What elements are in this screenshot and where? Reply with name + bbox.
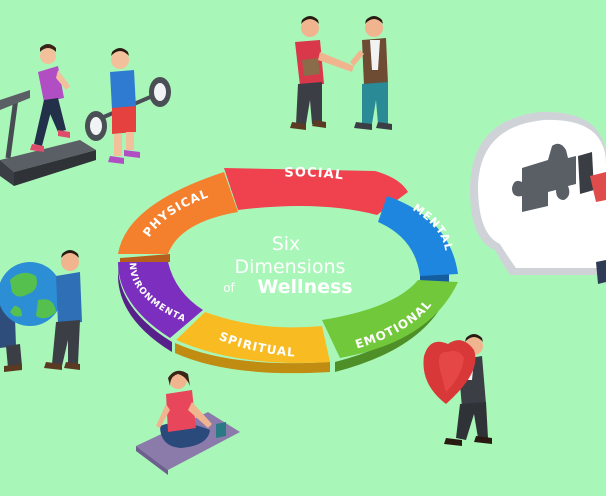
handshake-illustration [290, 16, 392, 130]
puzzle-head-illustration [470, 111, 606, 284]
weightlifter-illustration [85, 48, 171, 164]
segment-label-social: SOCIAL [284, 165, 345, 183]
segment-physical [118, 172, 238, 254]
segment-spiritual-side [175, 343, 330, 374]
heart-carrier-illustration [423, 334, 492, 446]
title-line-2: Dimensions [235, 256, 346, 278]
title-of: of [223, 281, 235, 295]
yoga-woman-illustration [136, 370, 240, 475]
treadmill-runner-illustration [0, 44, 96, 186]
title-line-1: Six [272, 233, 301, 255]
segment-emotional [322, 280, 458, 358]
globe-carriers-illustration [0, 250, 82, 372]
title-line-3: Wellness [257, 276, 352, 298]
segment-mental [378, 196, 458, 276]
segment-spiritual [176, 312, 330, 364]
segment-social [224, 168, 408, 215]
segment-environmental [118, 262, 203, 338]
segment-environmental-side [118, 268, 172, 352]
segment-emotional-side [335, 290, 445, 372]
